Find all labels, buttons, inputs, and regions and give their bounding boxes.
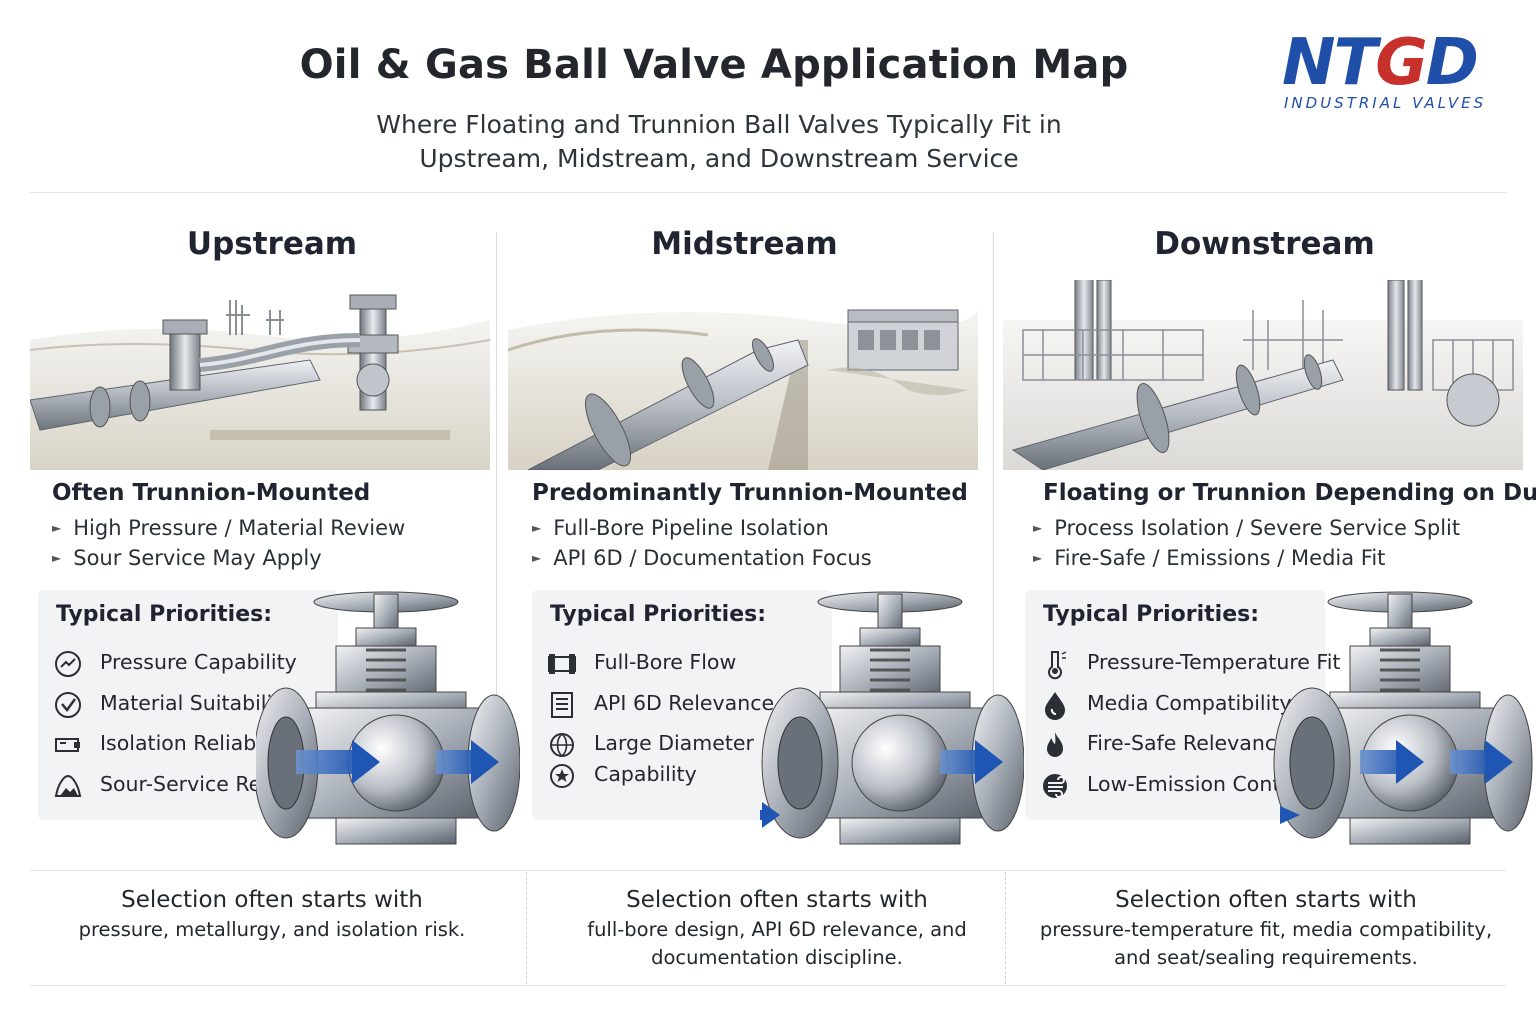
logo-tagline: INDUSTRIAL VALVES [1284,94,1487,112]
droplet-icon [1045,692,1065,720]
priority-item: Large Diameter [546,729,754,761]
priority-label: Pressure Capability [100,650,297,674]
priority-item: Pressure Capability [52,648,297,680]
mountain-icon [54,774,82,797]
footer-line: pressure, metallurgy, and isolation risk… [78,918,466,941]
priority-item: Fire-Safe Relevance [1039,729,1289,761]
document-icon [551,692,573,718]
valve-body-icon [55,738,80,752]
column-note: ►Fire-Safe / Emissions / Media Fit [1033,546,1386,570]
column-title: Upstream [186,226,358,262]
column-title: Downstream [1154,226,1375,262]
subtitle-line-2: Upstream, Midstream, and Downstream Serv… [419,144,1019,173]
column-note: ►High Pressure / Material Review [52,516,406,540]
priority-label: Fire-Safe Relevance [1087,731,1289,755]
pipe-segment-icon [548,654,576,674]
footer-line: and seat/sealing requirements. [1114,946,1418,969]
column-note: ►Sour Service May Apply [52,546,322,570]
column-note: ►Full-Bore Pipeline Isolation [532,516,829,540]
priority-label: Pressure-Temperature Fit [1087,650,1341,674]
footer-divider [30,870,1506,871]
priority-label: Media Compatibility [1087,691,1292,715]
wellhead-illustration [30,294,490,470]
priority-label: Large Diameter [594,731,754,755]
column-title: Midstream [651,226,838,262]
mounting-type: Predominantly Trunnion-Mounted [532,480,968,506]
priority-item: Media Compatibility [1039,689,1292,721]
footer-line: pressure-temperature fit, media compatib… [1039,918,1493,941]
priority-item: Low-Emission Control [1039,770,1307,802]
column-upstream: Upstream Often Trunnion-Mounted ►High Pr… [0,0,544,1024]
column-divider [993,232,994,832]
thermometer-icon [1048,651,1067,680]
sphere-icon [550,733,574,757]
priority-item: Full-Bore Flow [546,648,736,680]
priority-item: Pressure-Temperature Fit [1039,648,1340,680]
footer-lead: Selection often starts with [626,887,928,913]
ball-valve-illustration [760,591,1024,845]
refinery-illustration [1003,280,1523,470]
footer-line: full-bore design, API 6D relevance, and [587,918,967,941]
priorities-heading: Typical Priorities: [56,602,273,627]
priority-label: Material Suitability [100,691,293,715]
column-downstream: Downstream Floating or Trunnion Dependin… [993,0,1536,1024]
page-subtitle: Where Floating and Trunnion Ball Valves … [0,108,1438,176]
shield-check-icon [55,692,81,718]
page-title: Oil & Gas Ball Valve Application Map [299,42,1129,88]
gauge-icon [55,651,81,677]
footer-midstream: Selection often starts with full-bore de… [527,884,1027,972]
column-divider [496,232,497,832]
priority-label: Low-Emission Control [1087,772,1307,796]
logo-wordmark: NTGD [1282,26,1479,100]
priority-label: Full-Bore Flow [594,650,737,674]
subtitle-line-1: Where Floating and Trunnion Ball Valves … [376,110,1062,139]
footer-column-divider [1005,872,1006,984]
priorities-heading: Typical Priorities: [550,602,767,627]
priority-item: Capability [546,760,697,792]
footer-upstream: Selection often starts with pressure, me… [30,884,514,944]
ball-valve-illustration [256,591,520,845]
column-midstream: Midstream Predominantly Trunnion-Mounted… [496,0,993,1024]
pipeline-illustration [508,309,978,470]
mounting-type: Often Trunnion-Mounted [52,480,371,506]
header-divider [30,192,1506,193]
footer-lead: Selection often starts with [121,887,423,913]
column-note: ►Process Isolation / Severe Service Spli… [1033,516,1461,540]
priorities-heading: Typical Priorities: [1043,602,1260,627]
priority-label: API 6D Relevance [594,691,775,715]
bottom-divider [30,985,1506,986]
column-note: ►API 6D / Documentation Focus [532,546,872,570]
footer-downstream: Selection often starts with pressure-tem… [1006,884,1526,972]
footer-line: documentation discipline. [651,946,903,969]
priority-item: API 6D Relevance [546,689,774,721]
priority-label: Capability [594,762,697,786]
emission-icon [1043,774,1067,798]
star-circle-icon [550,764,574,788]
brand-logo: NTGD INDUSTRIAL VALVES [1280,28,1516,114]
mounting-type: Floating or Trunnion Depending on Duty [1043,480,1536,506]
footer-column-divider [526,872,527,984]
priority-item: Material Suitability [52,689,292,721]
flame-icon [1047,732,1063,757]
footer-lead: Selection often starts with [1115,887,1417,913]
ball-valve-illustration [1273,591,1533,845]
